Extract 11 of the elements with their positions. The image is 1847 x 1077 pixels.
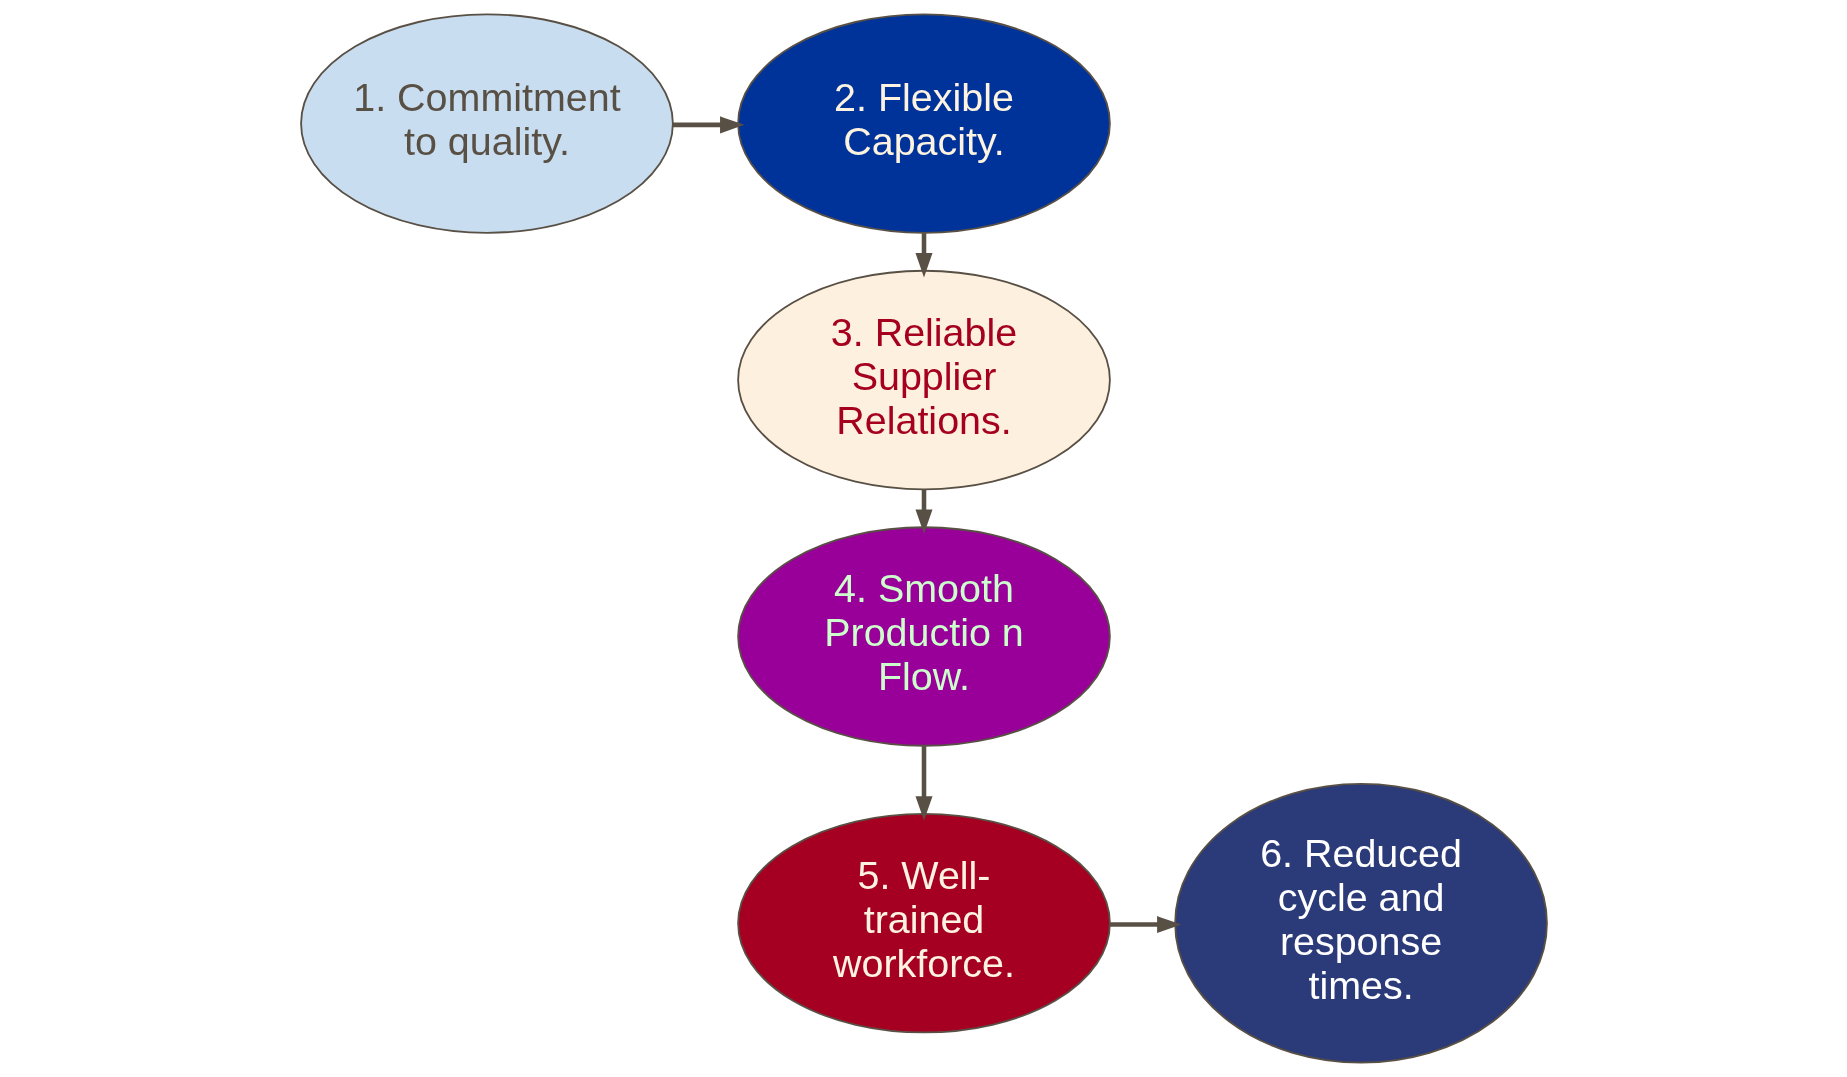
- node-ellipse: 5. Well- trained workforce.: [736, 813, 1111, 1034]
- arrow: [915, 233, 932, 278]
- node-ellipse: 1. Commitment to quality.: [299, 13, 674, 234]
- node-ellipse: 6. Reduced cycle and response times.: [1173, 782, 1548, 1064]
- node-ellipse: 4. Smooth Productio n Flow.: [736, 526, 1111, 747]
- arrow: [1109, 916, 1181, 934]
- arrow: [915, 746, 932, 821]
- node-ellipse: 2. Flexible Capacity.: [736, 13, 1111, 234]
- node-ellipse: 3. Reliable Supplier Relations.: [736, 269, 1111, 491]
- arrow: [672, 116, 744, 134]
- arrow: [915, 489, 932, 534]
